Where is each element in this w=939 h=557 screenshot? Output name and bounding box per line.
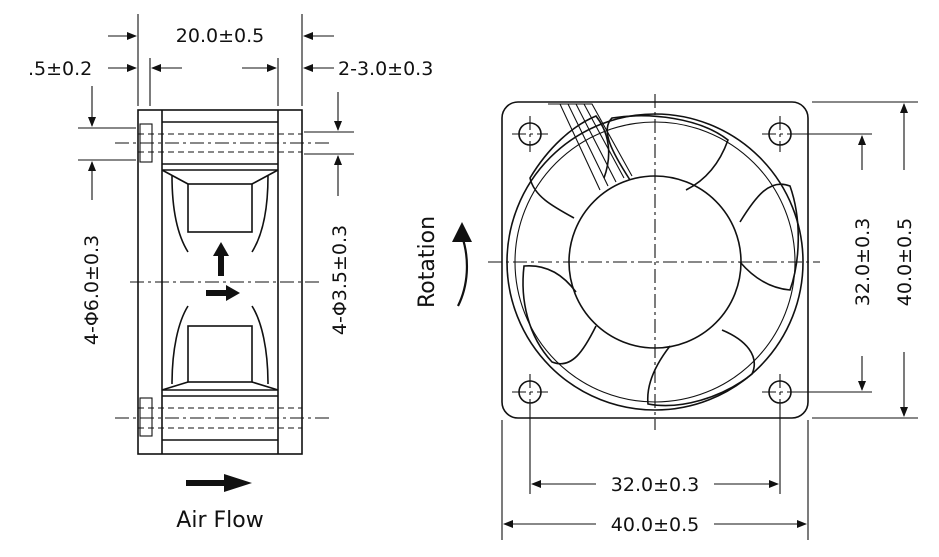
side-view: 20.0±0.5 .5±0.2 2-3.0±0.3 4-Φ6.0±0.3 bbox=[28, 14, 433, 533]
upper-blade-profile bbox=[161, 169, 279, 253]
dim-flange-count-thickness: 2-3.0±0.3 bbox=[242, 58, 433, 106]
dim-overall-vertical-text: 40.0±0.5 bbox=[894, 218, 916, 306]
air-flow-legend: Air Flow bbox=[176, 474, 264, 533]
rotation-arrow-icon bbox=[452, 222, 472, 307]
dim-flange-thickness-text: .5±0.2 bbox=[28, 58, 92, 80]
front-view: Rotation 32.0±0.3 40.0±0.5 32.0±0 bbox=[415, 94, 918, 540]
flow-up-arrow bbox=[213, 242, 229, 276]
bottom-hole-band bbox=[115, 395, 330, 441]
dim-hole-outer-text: 4-Φ6.0±0.3 bbox=[81, 235, 103, 345]
flow-right-arrow bbox=[206, 285, 240, 301]
rotation-label: Rotation bbox=[415, 216, 440, 308]
dim-overall-horizontal: 40.0±0.5 bbox=[501, 420, 809, 540]
dim-frame-depth-text: 20.0±0.5 bbox=[176, 25, 264, 47]
dim-hole-spacing-horizontal: 32.0±0.3 bbox=[529, 404, 781, 496]
dim-flange-count-text: 2-3.0±0.3 bbox=[338, 58, 433, 80]
dim-hole-outer: 4-Φ6.0±0.3 bbox=[78, 86, 136, 345]
dim-flange-thickness: .5±0.2 bbox=[28, 58, 182, 106]
dim-overall-horizontal-text: 40.0±0.5 bbox=[611, 514, 699, 536]
dim-overall-vertical: 40.0±0.5 bbox=[812, 101, 918, 419]
dim-hole-spacing-horizontal-text: 32.0±0.3 bbox=[611, 474, 699, 496]
lead-wires bbox=[548, 103, 633, 191]
fan-blades bbox=[522, 115, 800, 407]
mounting-holes bbox=[512, 116, 798, 410]
dim-frame-depth: 20.0±0.5 bbox=[108, 14, 334, 106]
dim-hole-inner-text: 4-Φ3.5±0.3 bbox=[329, 225, 351, 335]
dim-hole-spacing-vertical-text: 32.0±0.3 bbox=[852, 218, 874, 306]
lower-blade-profile bbox=[161, 305, 279, 391]
air-flow-label: Air Flow bbox=[176, 508, 263, 533]
dim-hole-inner: 4-Φ3.5±0.3 bbox=[304, 92, 354, 335]
top-hole-band bbox=[115, 121, 330, 165]
dim-hole-spacing-vertical: 32.0±0.3 bbox=[796, 133, 874, 393]
airflow-arrow-icon bbox=[186, 474, 252, 492]
